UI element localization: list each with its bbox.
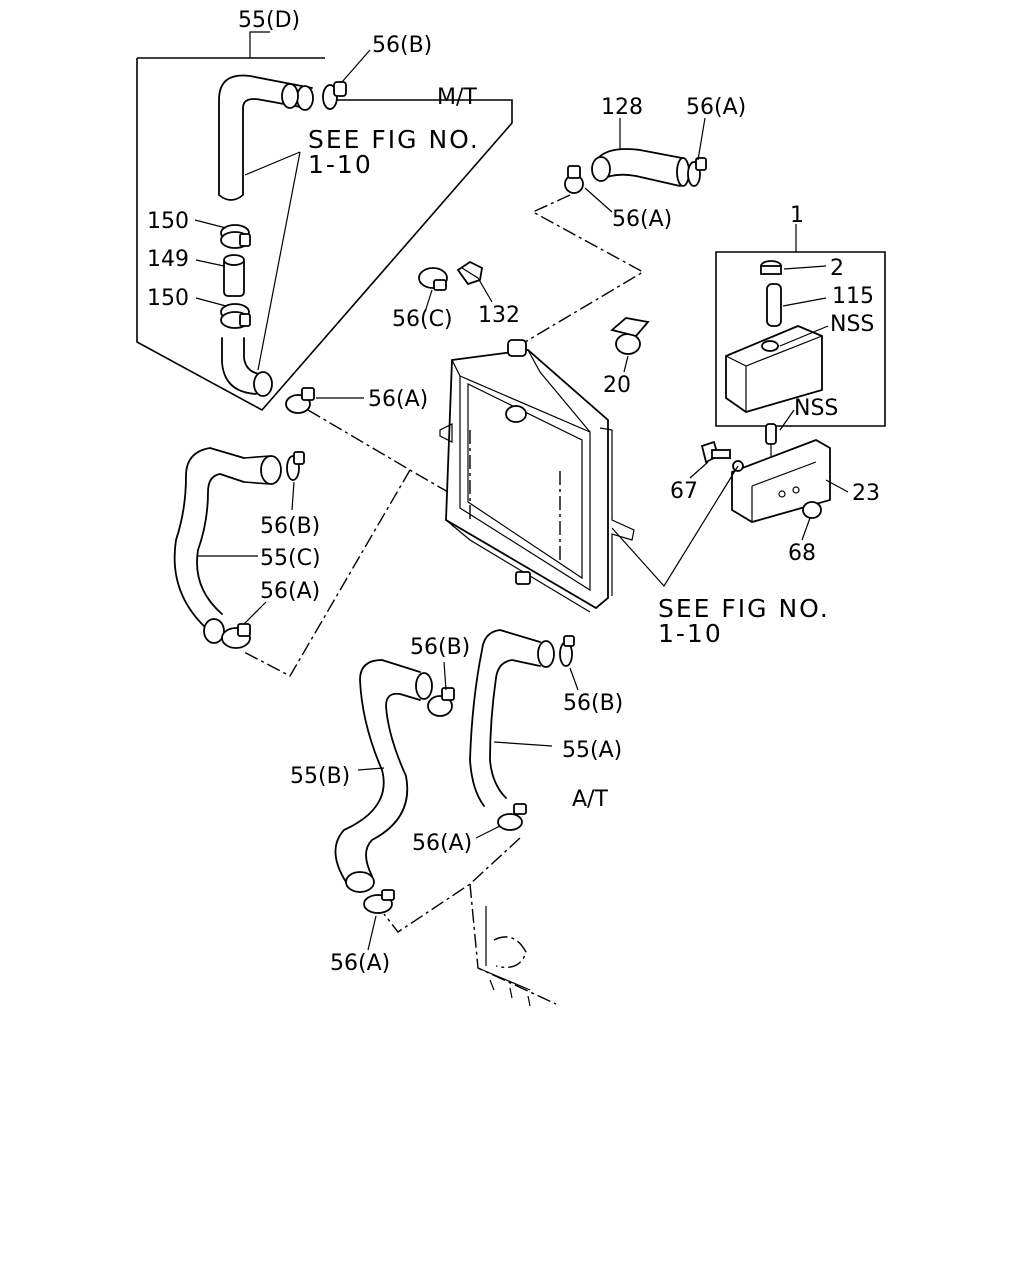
label-56a-at: 56(A) (412, 831, 472, 856)
label-mt: M/T (437, 85, 477, 110)
label-67: 67 (670, 479, 698, 504)
radiator-assembly (439, 339, 635, 613)
clamp-56a-at (497, 803, 527, 831)
label-at: A/T (572, 787, 608, 812)
label-55a: 55(A) (562, 738, 622, 763)
label-nss-tank: NSS (830, 312, 874, 337)
clamp-56c (418, 267, 448, 291)
leaders-56c-132 (424, 277, 493, 313)
label-56b-top: 56(B) (372, 33, 432, 58)
label-55b: 55(B) (290, 764, 350, 789)
see-fig-mid-line2: 1-10 (658, 619, 723, 648)
clamp-56a-128-left (564, 165, 584, 194)
see-fig-mid-line1: SEE FIG NO. (658, 594, 830, 623)
label-55c: 55(C) (260, 546, 321, 571)
label-56a-bottom: 56(A) (330, 951, 390, 976)
hose-55c (173, 447, 282, 644)
leaders-bracket (611, 461, 849, 587)
label-56a-mid: 56(A) (368, 387, 428, 412)
leader-20 (623, 355, 629, 373)
label-1: 1 (790, 203, 804, 228)
label-56b-b: 56(B) (410, 635, 470, 660)
label-23: 23 (852, 481, 880, 506)
label-56c: 56(C) (392, 307, 453, 332)
label-56b-a: 56(B) (563, 691, 623, 716)
see-fig-top-line1: SEE FIG NO. (308, 125, 480, 154)
label-56a-128: 56(A) (612, 207, 672, 232)
tank-frame (715, 224, 886, 427)
pipe-149 (223, 254, 245, 297)
clamp-56b-b (427, 687, 455, 717)
nut-68 (802, 501, 822, 519)
label-55d: 55(D) (238, 8, 300, 33)
label-149: 149 (147, 247, 189, 272)
clamp-56a-mid (285, 387, 315, 414)
label-nss-sensor: NSS (794, 396, 838, 421)
label-56a-c: 56(A) (260, 579, 320, 604)
bracket-23 (731, 439, 831, 523)
clamp-56b-c (286, 451, 305, 481)
leaders-tank (779, 265, 829, 431)
label-132: 132 (478, 303, 520, 328)
clamp-56a-128-right (687, 157, 707, 187)
clamp-56a-c (221, 623, 251, 649)
label-128: 128 (601, 95, 643, 120)
pipe-115 (766, 283, 782, 327)
cap-2 (760, 260, 782, 275)
leaders-mid (243, 397, 449, 677)
label-56a-top: 56(A) (686, 95, 746, 120)
hose-55b (334, 659, 433, 893)
hose-55d (218, 74, 314, 201)
bolt-67 (700, 440, 731, 464)
clamp-150-upper (220, 224, 251, 249)
leaders-128 (519, 117, 706, 346)
leaders-at (357, 661, 579, 951)
label-2: 2 (830, 256, 844, 281)
leaders-top-left (194, 31, 371, 371)
label-150-upper: 150 (147, 209, 189, 234)
clamp-56a-bottom (363, 889, 395, 914)
clip-20 (610, 317, 650, 355)
hose-elbow-mt (221, 337, 273, 397)
clamp-56b-a (559, 635, 575, 667)
label-68: 68 (788, 541, 816, 566)
reserve-tank (725, 325, 823, 413)
mt-callout-frame (136, 57, 513, 412)
label-150-lower: 150 (147, 286, 189, 311)
leaders-55c (198, 481, 295, 625)
see-fig-top-line2: 1-10 (308, 150, 373, 179)
clamp-56b-top (322, 81, 347, 110)
fitting-132 (456, 260, 483, 286)
label-56b-c: 56(B) (260, 514, 320, 539)
label-20: 20 (603, 373, 631, 398)
clamp-150-lower (220, 303, 251, 329)
hose-55a (469, 629, 555, 807)
engine-fragment (469, 883, 557, 1007)
hose-128 (591, 148, 690, 187)
label-115: 115 (832, 284, 874, 309)
